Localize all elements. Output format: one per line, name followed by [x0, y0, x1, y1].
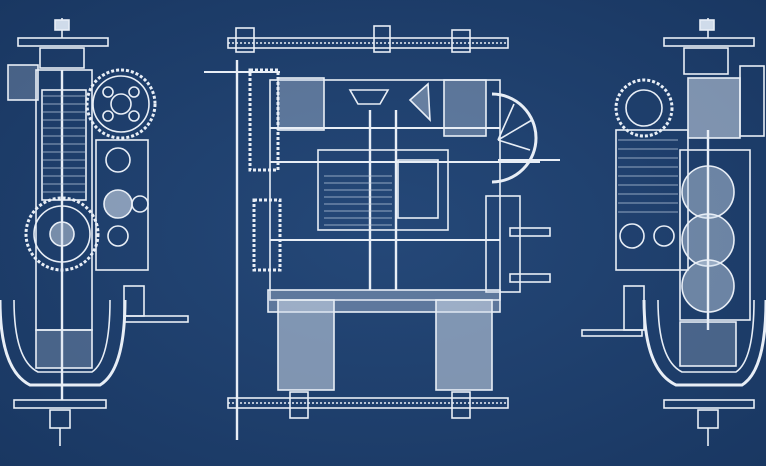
- center-top-bearing-right: [451, 29, 471, 53]
- left-side-view: [0, 18, 189, 446]
- right-top-knob: [699, 19, 715, 31]
- center-screw-bottom: [509, 273, 551, 283]
- center-bottom-bearing-left: [289, 391, 309, 419]
- left-yoke-outer: [0, 299, 127, 387]
- left-top-knob: [54, 19, 70, 31]
- right-side-housing: [615, 129, 689, 271]
- right-bottom-rack: [663, 399, 755, 409]
- right-yoke-block: [679, 321, 737, 367]
- center-gear-column-lower: [252, 198, 282, 272]
- left-small-gear-c: [107, 225, 129, 247]
- center-block-top-left: [277, 77, 325, 131]
- right-small-gear: [619, 223, 645, 249]
- center-inner-box: [397, 159, 439, 219]
- right-yoke-inner: [657, 299, 755, 373]
- center-leg-left: [277, 299, 335, 391]
- left-gear-large: [85, 68, 157, 140]
- right-gear: [614, 78, 674, 138]
- right-yoke-outer: [642, 299, 766, 387]
- center-handwheel: [491, 92, 538, 184]
- left-bottom-rack: [13, 399, 107, 409]
- center-block-top-right: [443, 79, 487, 137]
- center-inner-housing: [317, 149, 449, 231]
- right-top-rack: [663, 37, 755, 47]
- left-top-rack: [17, 37, 109, 47]
- right-side-view: [581, 18, 766, 446]
- center-bottom-bearing-right: [451, 391, 471, 419]
- left-top-housing: [39, 47, 85, 69]
- center-detail-lines: [324, 175, 392, 226]
- left-frame-upper-left: [7, 64, 39, 101]
- center-right-column: [485, 195, 521, 293]
- right-main-frame: [679, 149, 751, 321]
- right-base-plate: [581, 329, 643, 337]
- right-detail-lines: [618, 139, 678, 213]
- left-small-gear-a: [105, 147, 131, 173]
- center-screw-middle: [509, 227, 551, 237]
- left-small-disc: [103, 189, 133, 219]
- center-top-bearing-left: [235, 27, 255, 53]
- right-top-housing: [683, 47, 729, 75]
- left-gear-lower: [24, 196, 100, 272]
- left-inner-column: [41, 89, 87, 201]
- center-main-body: [269, 79, 501, 301]
- right-upper-block: [687, 77, 741, 139]
- right-small-gear-b: [653, 225, 675, 247]
- center-bevel-gear: [408, 82, 431, 123]
- center-leg-right: [435, 299, 493, 391]
- center-top-bearing-mid: [373, 25, 391, 53]
- left-side-housing: [95, 139, 149, 271]
- left-yoke-inner: [13, 299, 111, 373]
- right-upper-side: [739, 65, 765, 137]
- center-bevel-top: [348, 89, 390, 105]
- left-detail-lines: [42, 95, 86, 193]
- left-yoke-block: [35, 329, 93, 369]
- center-front-view: [204, 25, 560, 440]
